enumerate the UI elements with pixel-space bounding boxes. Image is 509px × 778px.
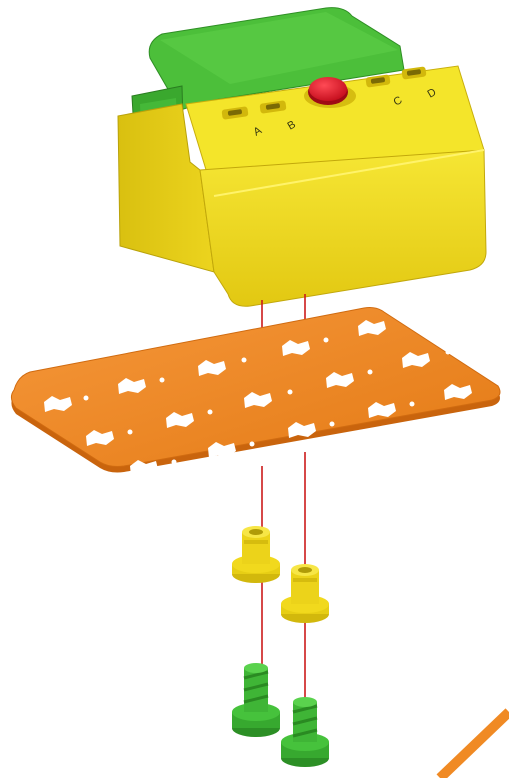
control-box: A B C D bbox=[118, 8, 486, 307]
yellow-bushing-left bbox=[232, 526, 280, 583]
green-knob-right bbox=[281, 697, 329, 767]
orange-mounting-plate bbox=[11, 308, 500, 477]
green-knob-left bbox=[232, 663, 280, 737]
orange-corner-stripe bbox=[440, 712, 509, 778]
yellow-bushing-right bbox=[281, 564, 329, 623]
